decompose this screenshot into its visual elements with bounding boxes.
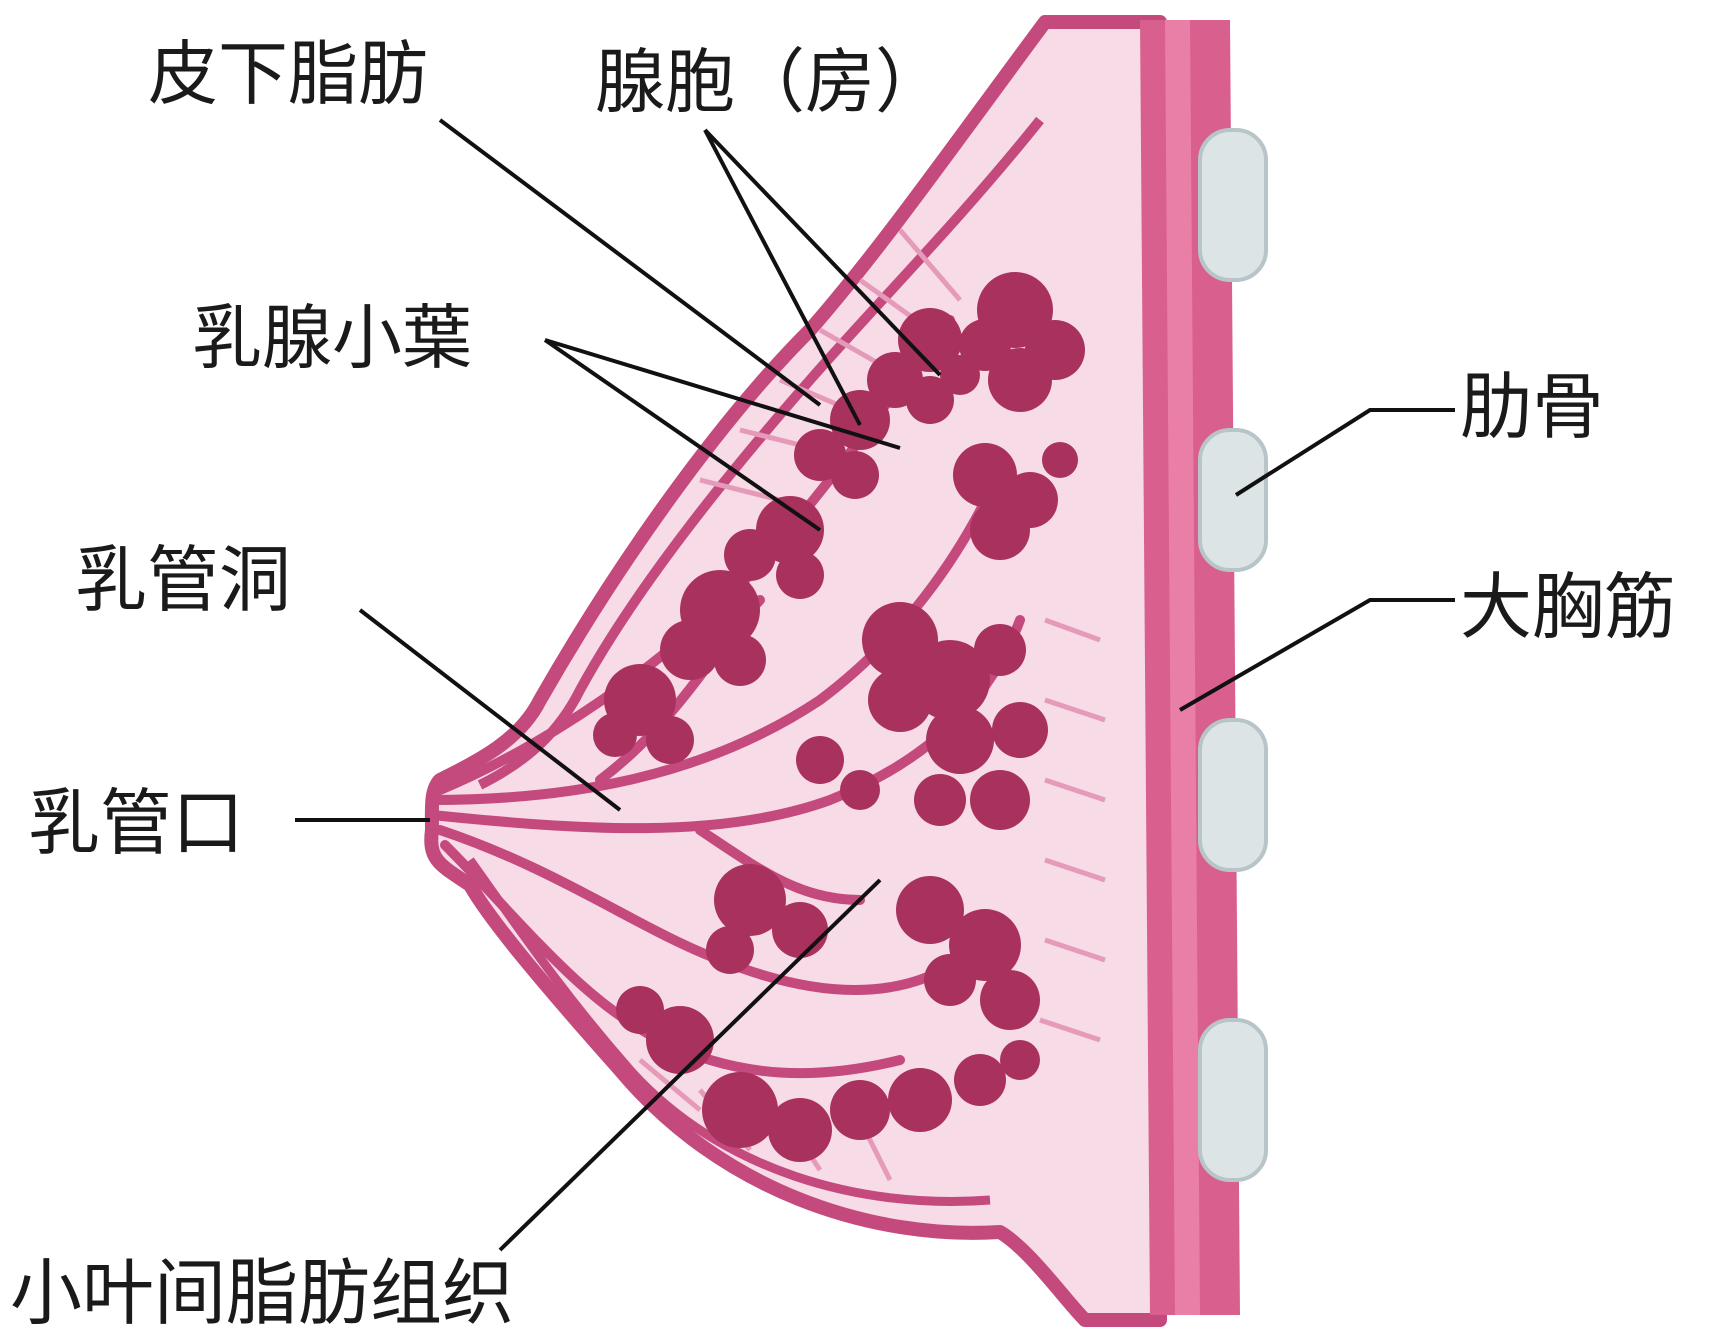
rib-cross-section bbox=[1200, 720, 1266, 870]
label-rib: 肋骨 bbox=[1460, 365, 1604, 449]
label-acini: 腺胞（房） bbox=[595, 41, 945, 123]
label-pectoralis-major: 大胸筋 bbox=[1460, 565, 1676, 649]
label-subcutaneous-fat: 皮下脂肪 bbox=[148, 33, 428, 115]
label-lactiferous-sinus: 乳管洞 bbox=[75, 538, 291, 622]
label-duct-opening: 乳管口 bbox=[28, 781, 244, 865]
label-interlobular-fat: 小叶间脂肪组织 bbox=[10, 1251, 514, 1335]
breast-cross-section bbox=[431, 22, 1160, 1320]
rib-cross-section bbox=[1200, 430, 1266, 570]
rib-cross-section bbox=[1200, 130, 1266, 280]
rib-cross-section bbox=[1200, 1020, 1266, 1180]
leader-subcutaneous-fat bbox=[440, 120, 820, 405]
leader-rib bbox=[1236, 410, 1455, 495]
label-lobule: 乳腺小葉 bbox=[192, 297, 472, 379]
